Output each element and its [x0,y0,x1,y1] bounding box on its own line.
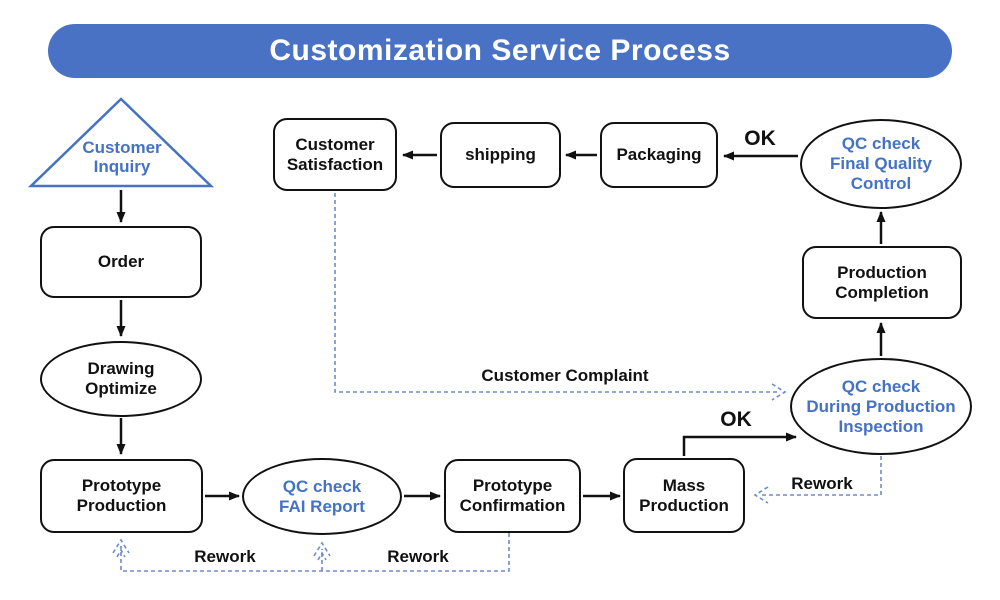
customer-satisfaction-label: Customer Satisfaction [286,134,384,174]
dashed-rework-mid-arrowhead [313,541,331,561]
customer-inquiry-label: Customer Inquiry [82,138,162,176]
node-packaging: Packaging [600,122,718,188]
prototype-production-label: Prototype Production [76,476,167,515]
title-banner: Customization Service Process [48,24,952,78]
qc-fai-report-label: QC check FAI Report [279,476,365,516]
rework-label-mid: Rework [387,547,449,566]
qc-final-quality-label: QC check Final Quality Control [829,134,933,193]
node-customer-inquiry: Customer Inquiry [27,96,216,190]
rework-label-right: Rework [791,474,853,493]
dashed-customer-complaint-line [334,193,780,393]
node-qc-final-quality: QC check Final Quality Control [800,119,962,209]
node-qc-fai-report: QC check FAI Report [242,458,402,535]
ok-label-mass-production: OK [720,408,752,431]
mass-production-label: Mass Production [639,475,729,515]
order-label: Order [97,252,145,271]
node-production-completion: Production Completion [802,246,962,319]
triangle-shape-icon [27,97,215,188]
qc-during-production-label: QC check During Production Inspection [806,376,956,436]
shipping-label: shipping [465,145,536,164]
ok-label-final-qc: OK [744,127,776,150]
dashed-complaint-arrowhead [771,383,787,401]
node-shipping: shipping [440,122,561,188]
node-mass-production: Mass Production [623,458,745,533]
dashed-rework-right-arrowhead [753,486,769,504]
node-customer-satisfaction: Customer Satisfaction [273,118,397,191]
node-prototype-confirmation: Prototype Confirmation [444,459,581,533]
rework-label-left: Rework [194,547,256,566]
drawing-optimize-label: Drawing Optimize [85,359,157,398]
page-title: Customization Service Process [269,34,731,67]
node-prototype-production: Prototype Production [40,459,203,533]
arrow-mass-ok-to-during-qc [682,432,797,456]
prototype-confirmation-label: Prototype Confirmation [459,476,566,515]
dashed-rework-left-arrowhead [112,538,130,558]
customer-complaint-label: Customer Complaint [481,366,649,385]
production-completion-label: Production Completion [835,262,929,302]
node-drawing-optimize: Drawing Optimize [40,341,202,417]
node-order: Order [40,226,202,298]
packaging-label: Packaging [616,145,702,164]
node-qc-during-production: QC check During Production Inspection [790,358,972,455]
